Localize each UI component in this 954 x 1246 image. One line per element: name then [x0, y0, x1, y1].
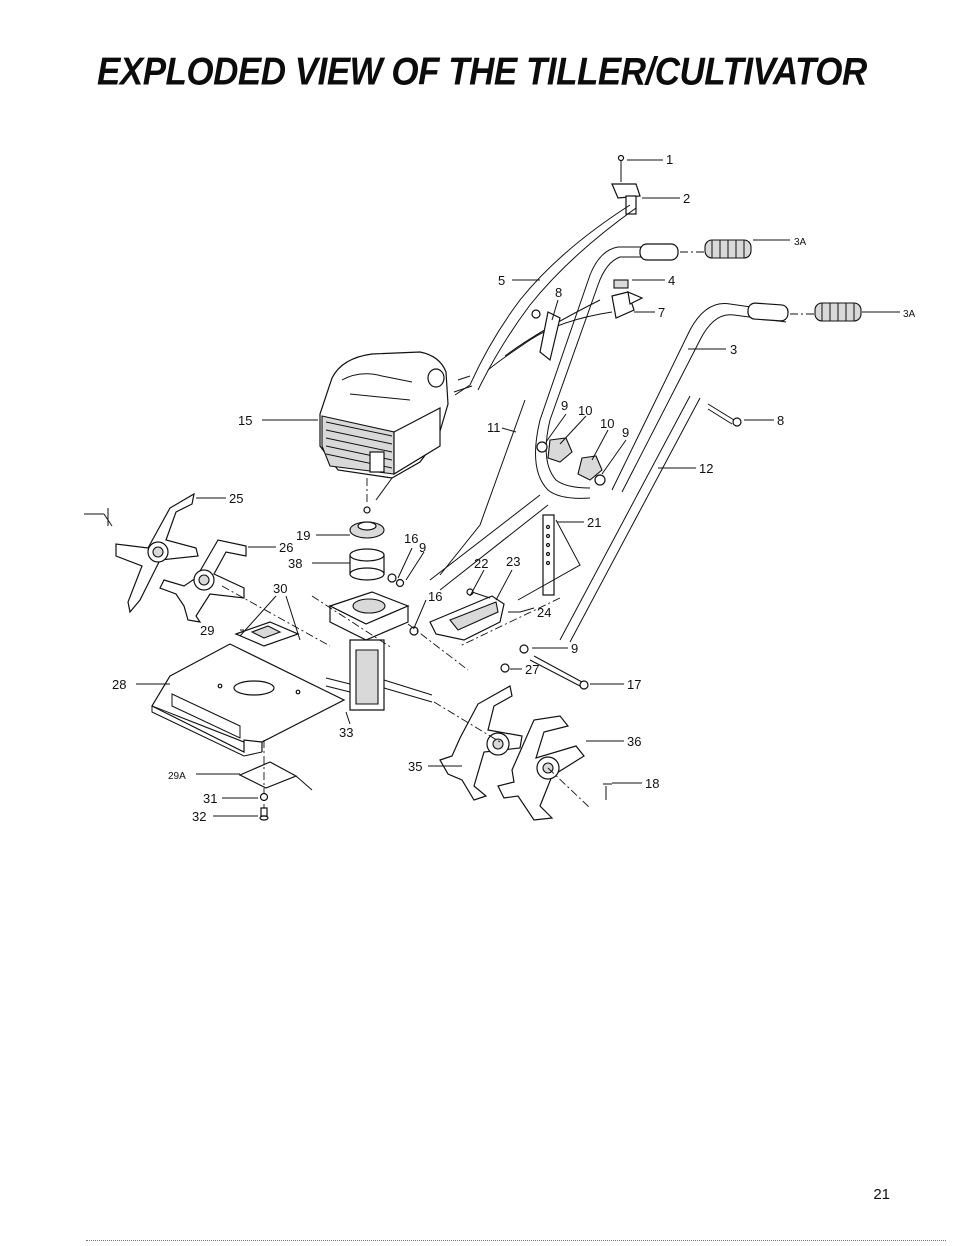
right-tine-inner	[439, 685, 523, 801]
callout-30: 30	[273, 581, 287, 596]
bolt-8-right	[707, 403, 742, 427]
plate-29	[234, 621, 300, 647]
callout-12: 12	[699, 461, 713, 476]
callout-9-b: 9	[622, 425, 629, 440]
callout-15: 15	[238, 413, 252, 428]
axis-right	[433, 701, 501, 743]
callout-8-top: 8	[555, 285, 562, 300]
tine-shield	[151, 643, 346, 757]
callout-27: 27	[525, 662, 539, 677]
callout-1: 1	[666, 152, 673, 167]
callout-35: 35	[408, 759, 422, 774]
callout-16-b: 16	[428, 589, 442, 604]
callout-38: 38	[288, 556, 302, 571]
left-tine-inner	[159, 539, 247, 623]
callout-23: 23	[506, 554, 520, 569]
page-title: EXPLODED VIEW OF THE TILLER/CULTIVATOR	[97, 50, 867, 94]
depth-bar	[517, 514, 581, 601]
callout-32: 32	[192, 809, 206, 824]
callout-5: 5	[498, 273, 505, 288]
left-handle-grip-end	[639, 243, 679, 261]
plate-29a	[238, 740, 313, 812]
page-number: 21	[873, 1186, 890, 1203]
callout-8-right: 8	[777, 413, 784, 428]
hairpin-right	[603, 783, 612, 800]
callout-3a-right: 3A	[903, 309, 916, 320]
callout-36: 36	[627, 734, 641, 749]
callout-10-b: 10	[600, 416, 614, 431]
callout-7: 7	[658, 305, 665, 320]
callout-10-a: 10	[578, 403, 592, 418]
right-handle-grip-end	[747, 302, 789, 322]
callout-29: 29	[200, 623, 214, 638]
callout-9-a: 9	[561, 398, 568, 413]
callout-17: 17	[627, 677, 641, 692]
fasteners-31-32	[259, 792, 269, 821]
callout-26: 26	[279, 540, 293, 555]
callout-19: 19	[296, 528, 310, 543]
callout-25: 25	[229, 491, 243, 506]
cable-clip-8-top	[531, 309, 561, 362]
left-tine-outer	[115, 492, 199, 614]
callout-29a: 29A	[168, 771, 186, 782]
grip-top	[680, 239, 752, 259]
callout-3: 3	[730, 342, 737, 357]
callout-24: 24	[537, 605, 551, 620]
lower-bolts	[500, 644, 589, 690]
mounting-collar	[349, 506, 385, 581]
axis-left	[221, 585, 331, 647]
callout-18: 18	[645, 776, 659, 791]
gearbox	[325, 591, 433, 711]
callout-21: 21	[587, 515, 601, 530]
callout-31: 31	[203, 791, 217, 806]
right-handle	[611, 302, 789, 493]
callout-33: 33	[339, 725, 353, 740]
callout-22: 22	[474, 556, 488, 571]
cables	[454, 204, 637, 396]
callout-2: 2	[683, 191, 690, 206]
callout-9-c: 9	[419, 540, 426, 555]
washers-16-9	[387, 573, 419, 636]
callout-4: 4	[668, 273, 675, 288]
grip-right	[790, 302, 862, 322]
engine	[319, 351, 473, 505]
lower-handle-bar	[429, 395, 701, 643]
throttle-control	[611, 154, 644, 319]
footer-rule	[86, 1240, 946, 1241]
handle-mount-bracket	[429, 588, 520, 641]
right-tine-outer	[497, 715, 585, 821]
callout-9-d: 9	[571, 641, 578, 656]
callout-16-a: 16	[404, 531, 418, 546]
callout-3a-top: 3A	[794, 237, 807, 248]
hairpin-left	[84, 508, 113, 527]
callout-28: 28	[112, 677, 126, 692]
callout-11: 11	[487, 420, 501, 435]
leader-lines	[136, 159, 900, 817]
